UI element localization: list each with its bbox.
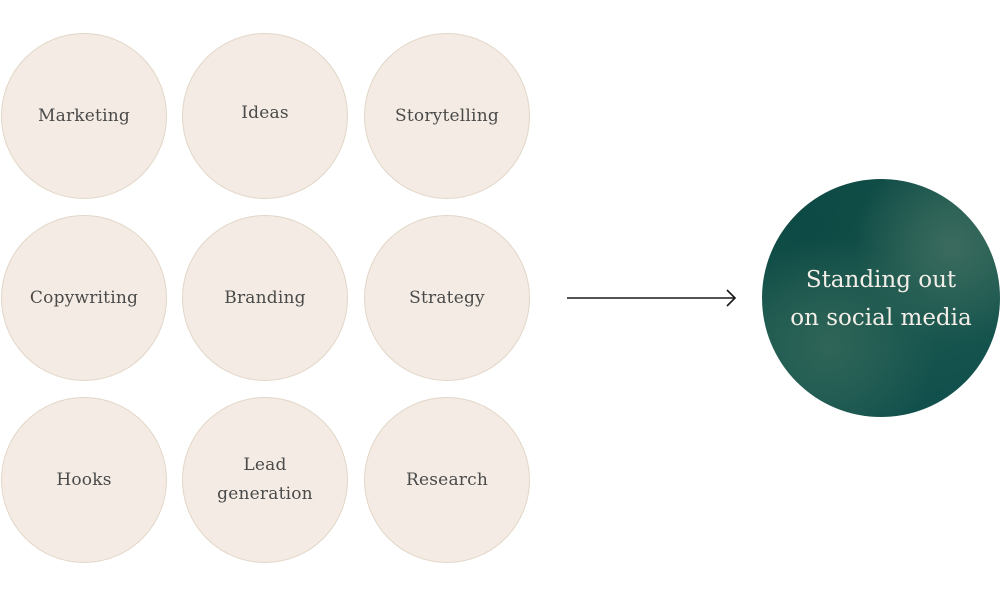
right-arrow-icon xyxy=(567,289,737,307)
result-label-line-1: Standing out xyxy=(805,267,957,294)
result-label-line-2: on social media xyxy=(790,305,972,331)
arrow-head xyxy=(726,289,737,307)
topic-circle-branding: Branding xyxy=(182,215,348,381)
topic-label: Strategy xyxy=(409,287,485,308)
topic-circle-strategy: Strategy xyxy=(364,215,530,381)
topic-circle-research: Research xyxy=(364,397,530,563)
topic-circle-copywriting: Copywriting xyxy=(1,215,167,381)
topic-label: Research xyxy=(406,469,488,490)
topic-circle-hooks: Hooks xyxy=(1,397,167,563)
topic-label: Ideas xyxy=(241,102,289,123)
topic-circle-storytelling: Storytelling xyxy=(364,33,530,199)
topic-label: Branding xyxy=(224,287,306,308)
topic-label-line-1: Lead xyxy=(243,455,287,476)
topic-circle-marketing: Marketing xyxy=(1,33,167,199)
topic-label: Marketing xyxy=(38,105,130,126)
result-circle: Standing out on social media xyxy=(762,179,1000,417)
topic-label-line-2: generation xyxy=(217,484,313,504)
topic-label: Storytelling xyxy=(395,105,499,126)
topic-label: Hooks xyxy=(56,469,112,490)
topic-circle-ideas: Ideas xyxy=(182,33,348,199)
topic-label: Copywriting xyxy=(29,287,139,308)
topic-circle-lead-generation: Lead generation xyxy=(182,397,348,563)
